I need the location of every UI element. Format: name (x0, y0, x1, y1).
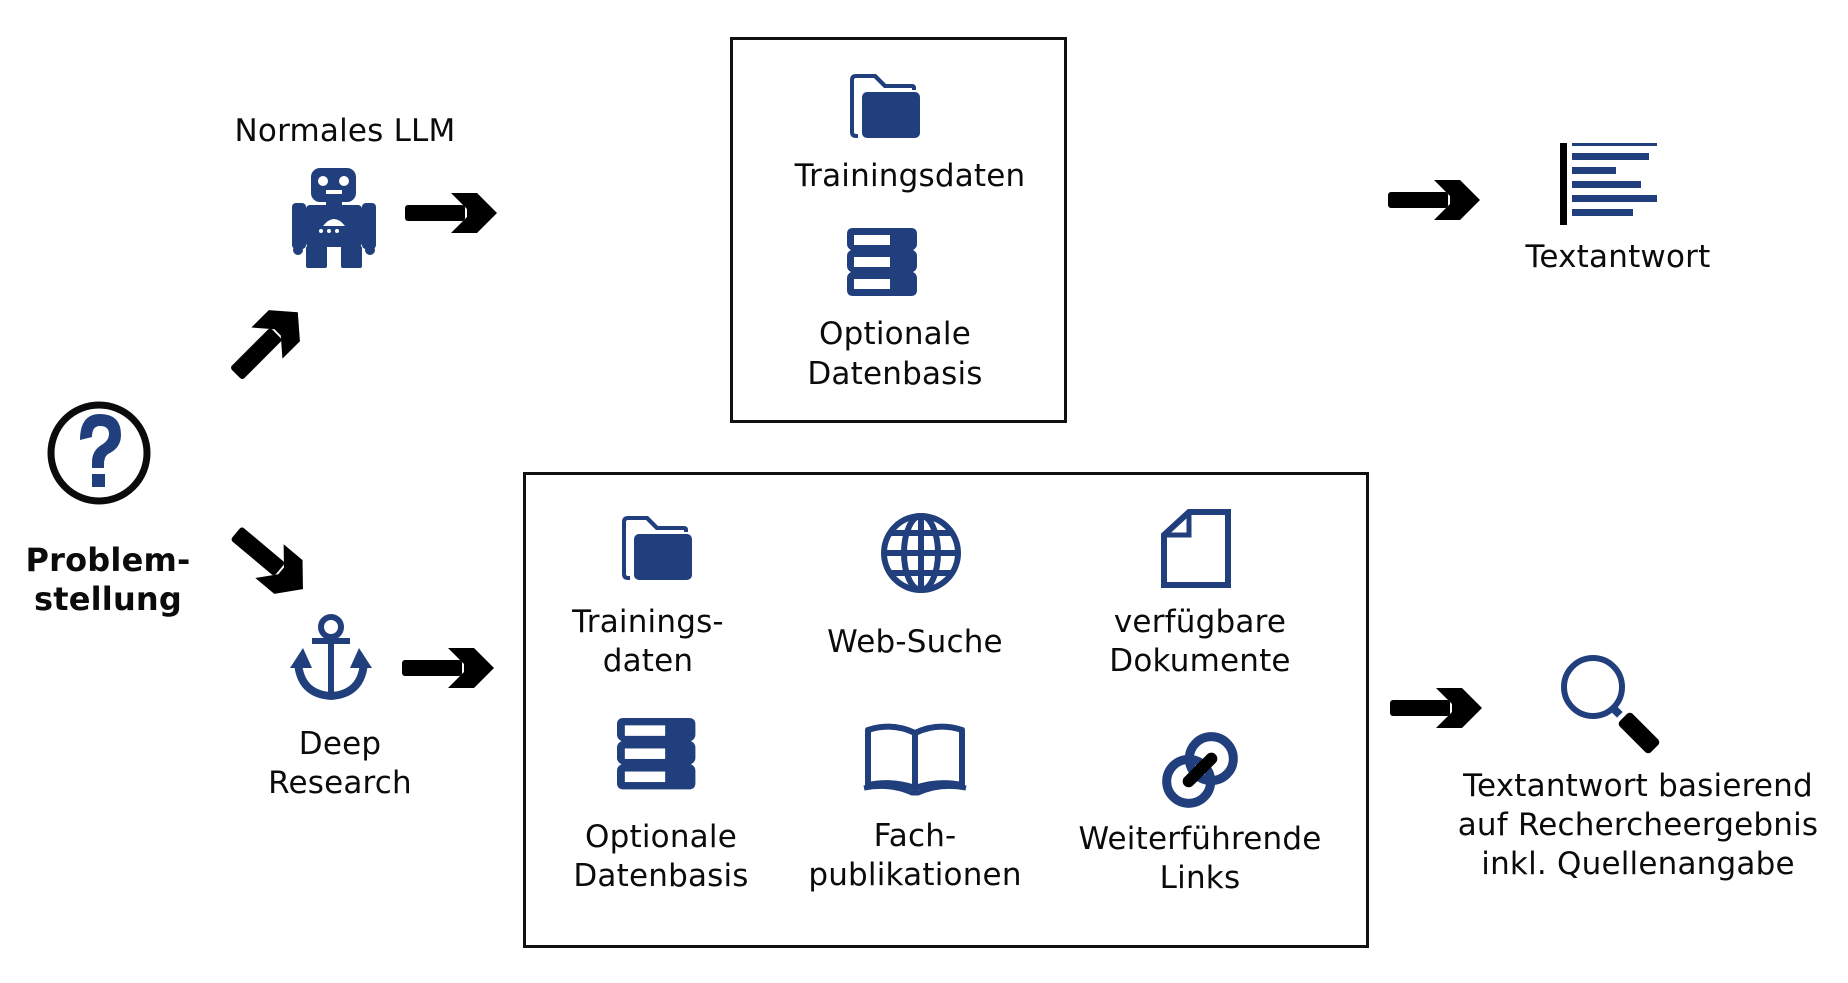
source-label: Dokumente (1109, 643, 1291, 679)
deep-research-title-line-2: Research (268, 765, 412, 801)
source-label: Fach- (873, 818, 957, 854)
robot-icon (292, 168, 376, 268)
problem-label-line-1: Problem- (25, 541, 191, 579)
source-label: Datenbasis (807, 356, 983, 392)
anchor-icon (290, 614, 372, 701)
problem-label-line-2: stellung (33, 580, 183, 618)
source-label: daten (602, 643, 694, 679)
magnifier-icon (1561, 655, 1660, 754)
document-icon (1161, 509, 1231, 588)
book-icon (863, 723, 967, 796)
source-label: Weiterführende (1078, 821, 1322, 857)
result-label: inkl. Quellenangabe (1481, 846, 1795, 882)
deep-research-title-line-1: Deep (298, 726, 382, 762)
text-lines-icon (1560, 143, 1657, 225)
source-label: publikationen (808, 857, 1022, 893)
result-label: Textantwort (1525, 239, 1711, 275)
source-label: Optionale (585, 819, 737, 855)
source-label: verfügbare (1113, 604, 1287, 640)
result-label: Textantwort basierend (1463, 768, 1813, 804)
question-circle-icon (47, 401, 151, 505)
source-label: Links (1159, 860, 1241, 896)
source-label: Web-Suche (827, 624, 1003, 660)
source-label: Datenbasis (573, 858, 749, 894)
link-icon (1162, 732, 1238, 808)
source-label: Trainings- (572, 604, 724, 640)
result-label: auf Rechercheergebnis (1457, 807, 1819, 843)
globe-icon (881, 513, 961, 593)
source-label: Optionale (819, 316, 971, 352)
source-label: Trainingsdaten (794, 158, 1026, 194)
normal-llm-title: Normales LLM (234, 113, 456, 149)
